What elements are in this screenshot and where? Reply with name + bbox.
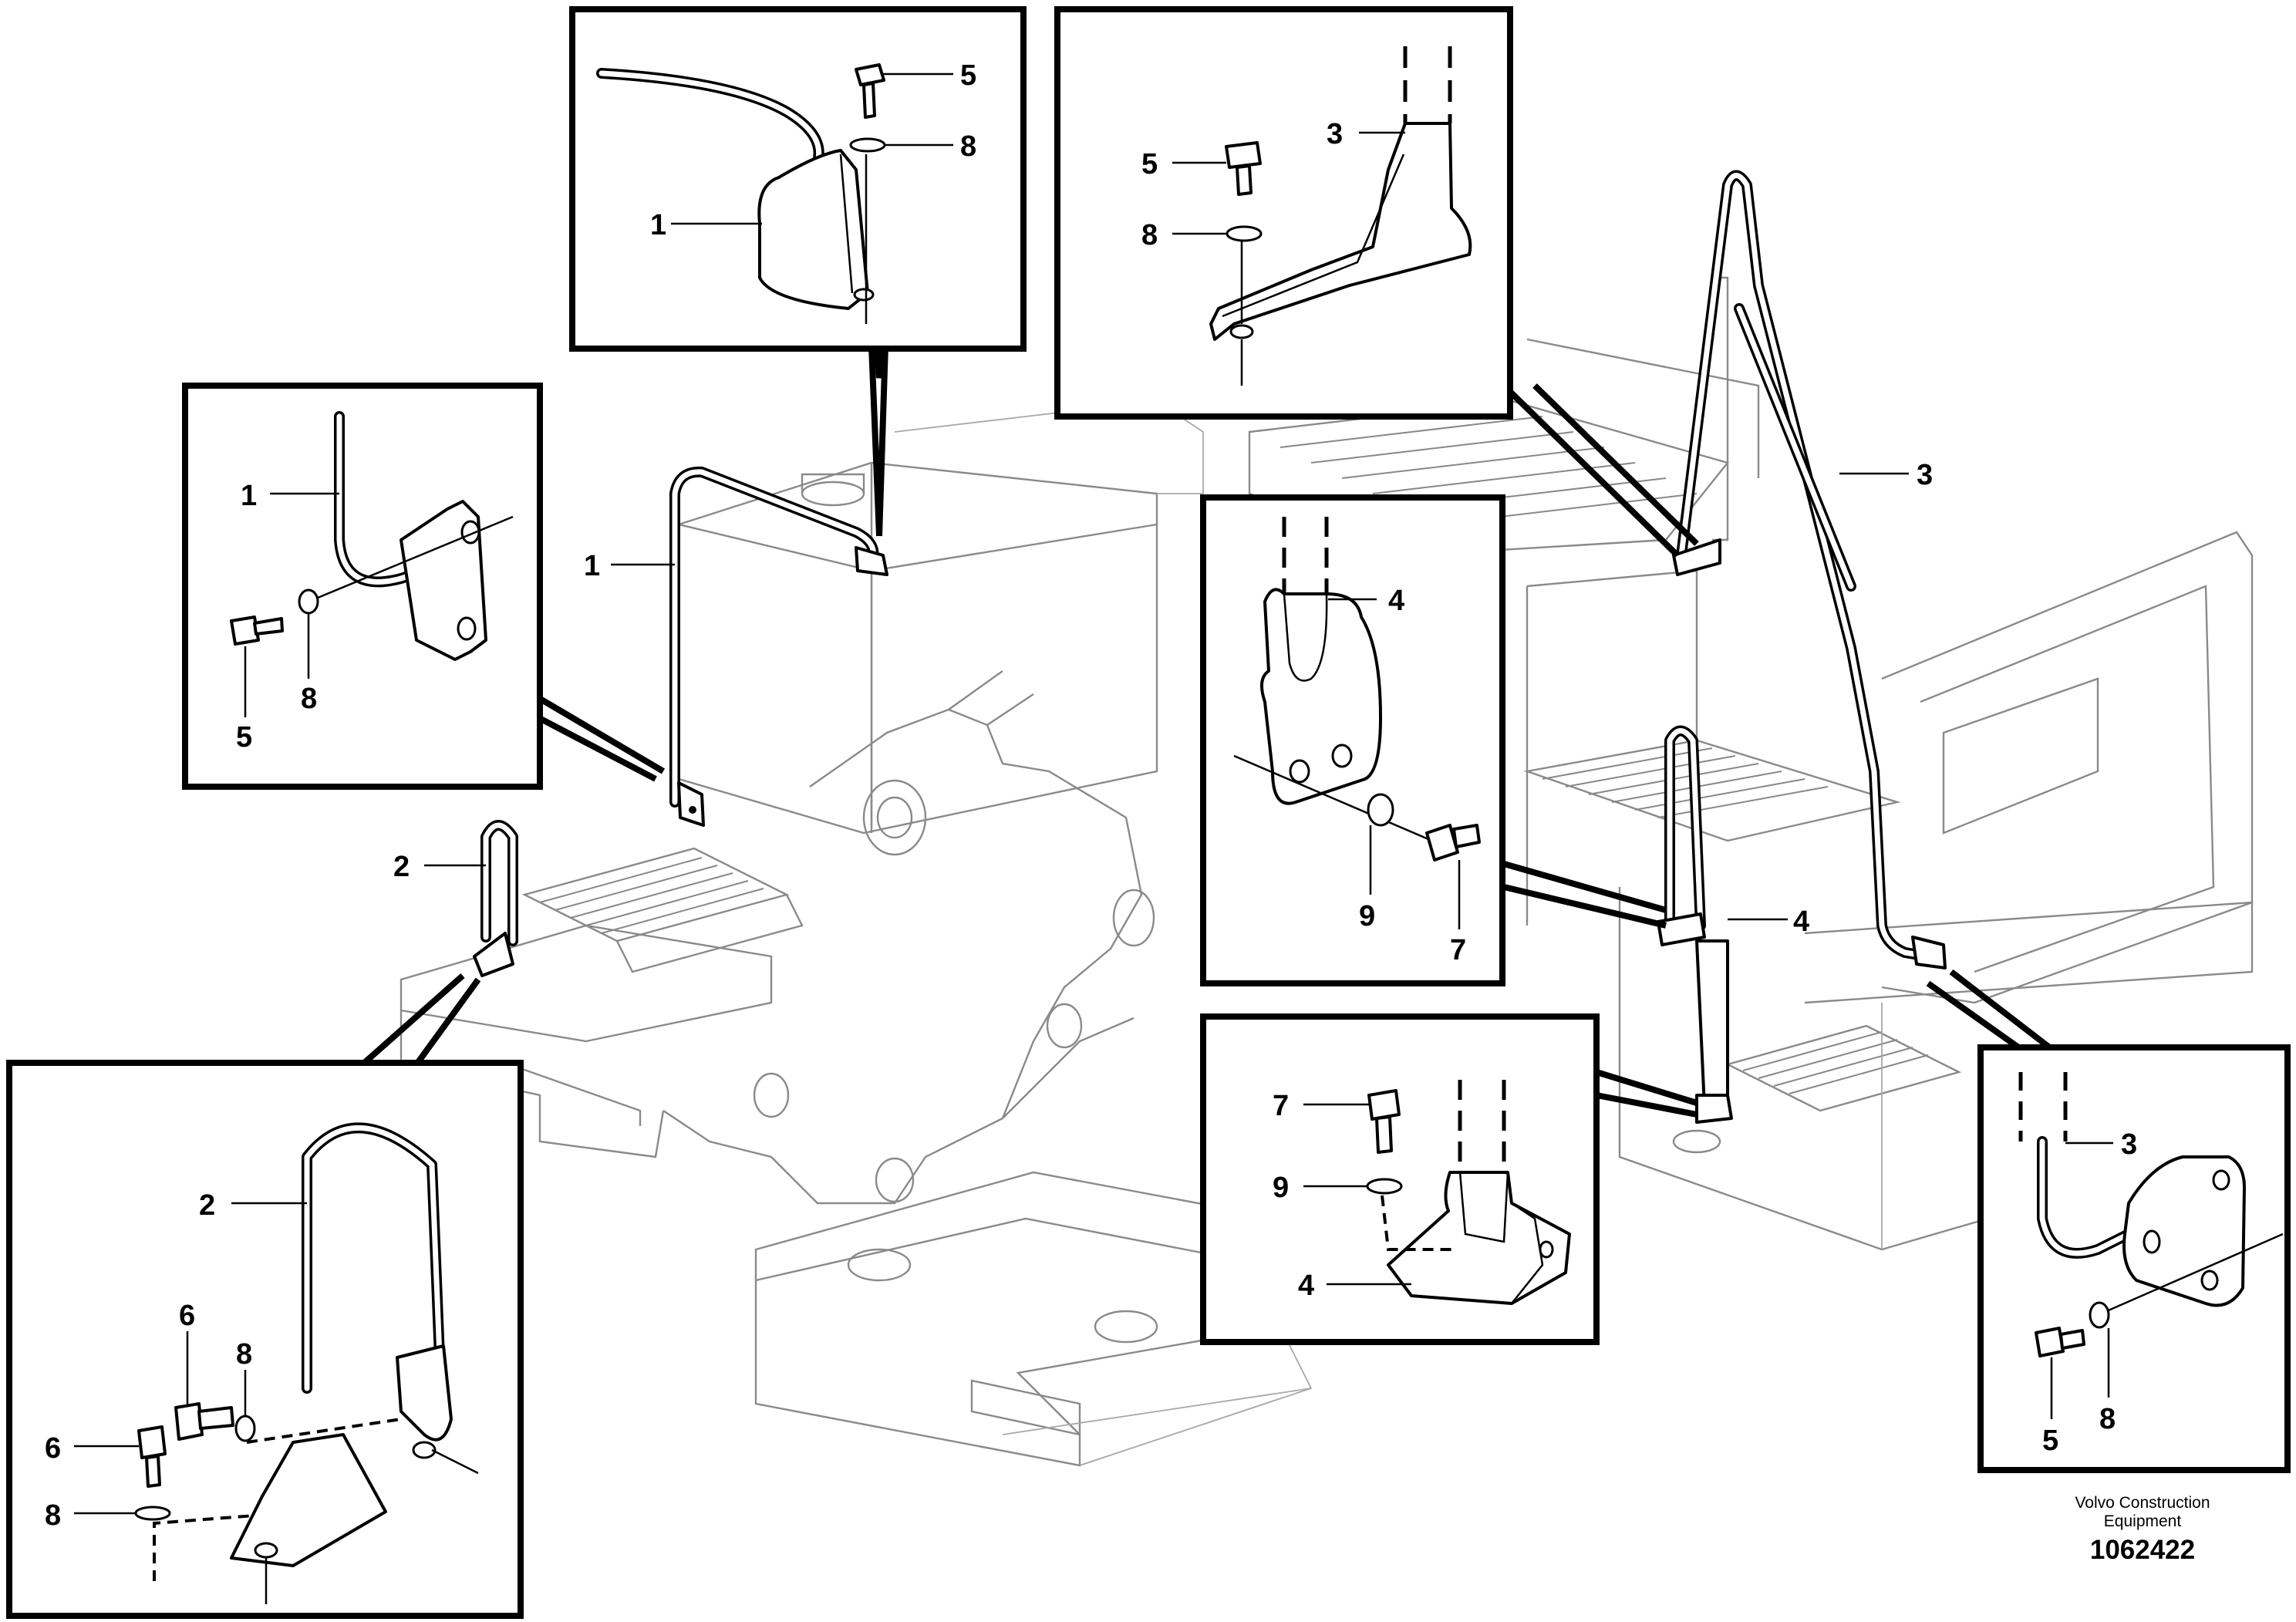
callout-1-left: 1 <box>241 480 257 512</box>
right-middle-grate <box>1523 739 1901 842</box>
callout-8-left: 8 <box>301 683 317 715</box>
callout-8-top-right: 8 <box>1141 219 1158 251</box>
detail-box-handrail-3-top: 3 5 8 <box>1054 6 1699 558</box>
handrail-1-main <box>669 466 888 827</box>
callout-8-right: 8 <box>2099 1403 2116 1435</box>
company-name: Volvo Construction Equipment <box>2075 1494 2210 1530</box>
boom-bracket <box>663 670 1155 1205</box>
detail-box-handrail-4-low: 7 9 4 <box>1200 1013 1698 1345</box>
callout-2-main: 2 <box>393 851 410 883</box>
detail-box-handrail-1-top: 1 5 8 <box>569 6 1027 537</box>
callout-8-detail-a: 8 <box>236 1338 252 1371</box>
callout-8-detail-b: 8 <box>45 1499 61 1532</box>
main-callout-3: 3 <box>1839 459 1933 491</box>
callout-5-top: 5 <box>960 59 976 92</box>
handrail-3-main <box>1672 170 1947 969</box>
callout-4-main: 4 <box>1793 905 1809 938</box>
callout-5-top-right: 5 <box>1141 148 1158 180</box>
callout-6-detail-b: 6 <box>45 1432 61 1465</box>
detail-box-handrail-4-mid: 4 9 7 <box>1200 494 1667 986</box>
right-lower-grate <box>1725 1024 1962 1112</box>
callout-4-low: 4 <box>1298 1270 1314 1302</box>
main-callout-4: 4 <box>1728 905 1809 938</box>
callout-5-left: 5 <box>236 721 252 754</box>
callout-4-mid: 4 <box>1388 585 1404 617</box>
undercarriage-frame <box>754 1171 1313 1467</box>
drawing-number: 1062422 <box>2089 1535 2196 1565</box>
callout-1-main: 1 <box>584 550 600 582</box>
callout-8-top: 8 <box>960 130 976 163</box>
main-callouts-left: 1 2 <box>393 550 675 883</box>
left-grate-step <box>521 847 804 973</box>
callout-3-top: 3 <box>1327 118 1343 150</box>
detail-box-handrail-1-left: 1 5 8 <box>182 383 666 790</box>
callout-1-top: 1 <box>650 209 666 241</box>
handrail-2-main <box>473 820 518 977</box>
callout-3-main: 3 <box>1917 459 1933 491</box>
callout-6-detail-a: 6 <box>179 1300 195 1332</box>
callout-3-right: 3 <box>2121 1128 2137 1161</box>
callout-9-mid: 9 <box>1359 900 1375 932</box>
callout-2-detail: 2 <box>199 1189 215 1222</box>
callout-9-low: 9 <box>1273 1172 1289 1204</box>
callout-7-mid: 7 <box>1450 934 1466 966</box>
handrail-4-main <box>1657 725 1733 1124</box>
detail-box-handrail-3-right: 3 5 8 <box>1926 969 2291 1473</box>
callout-5-right: 5 <box>2042 1425 2058 1457</box>
callout-7-low: 7 <box>1273 1090 1289 1122</box>
detail-box-handrail-2: 2 6 8 6 8 <box>6 973 524 1619</box>
